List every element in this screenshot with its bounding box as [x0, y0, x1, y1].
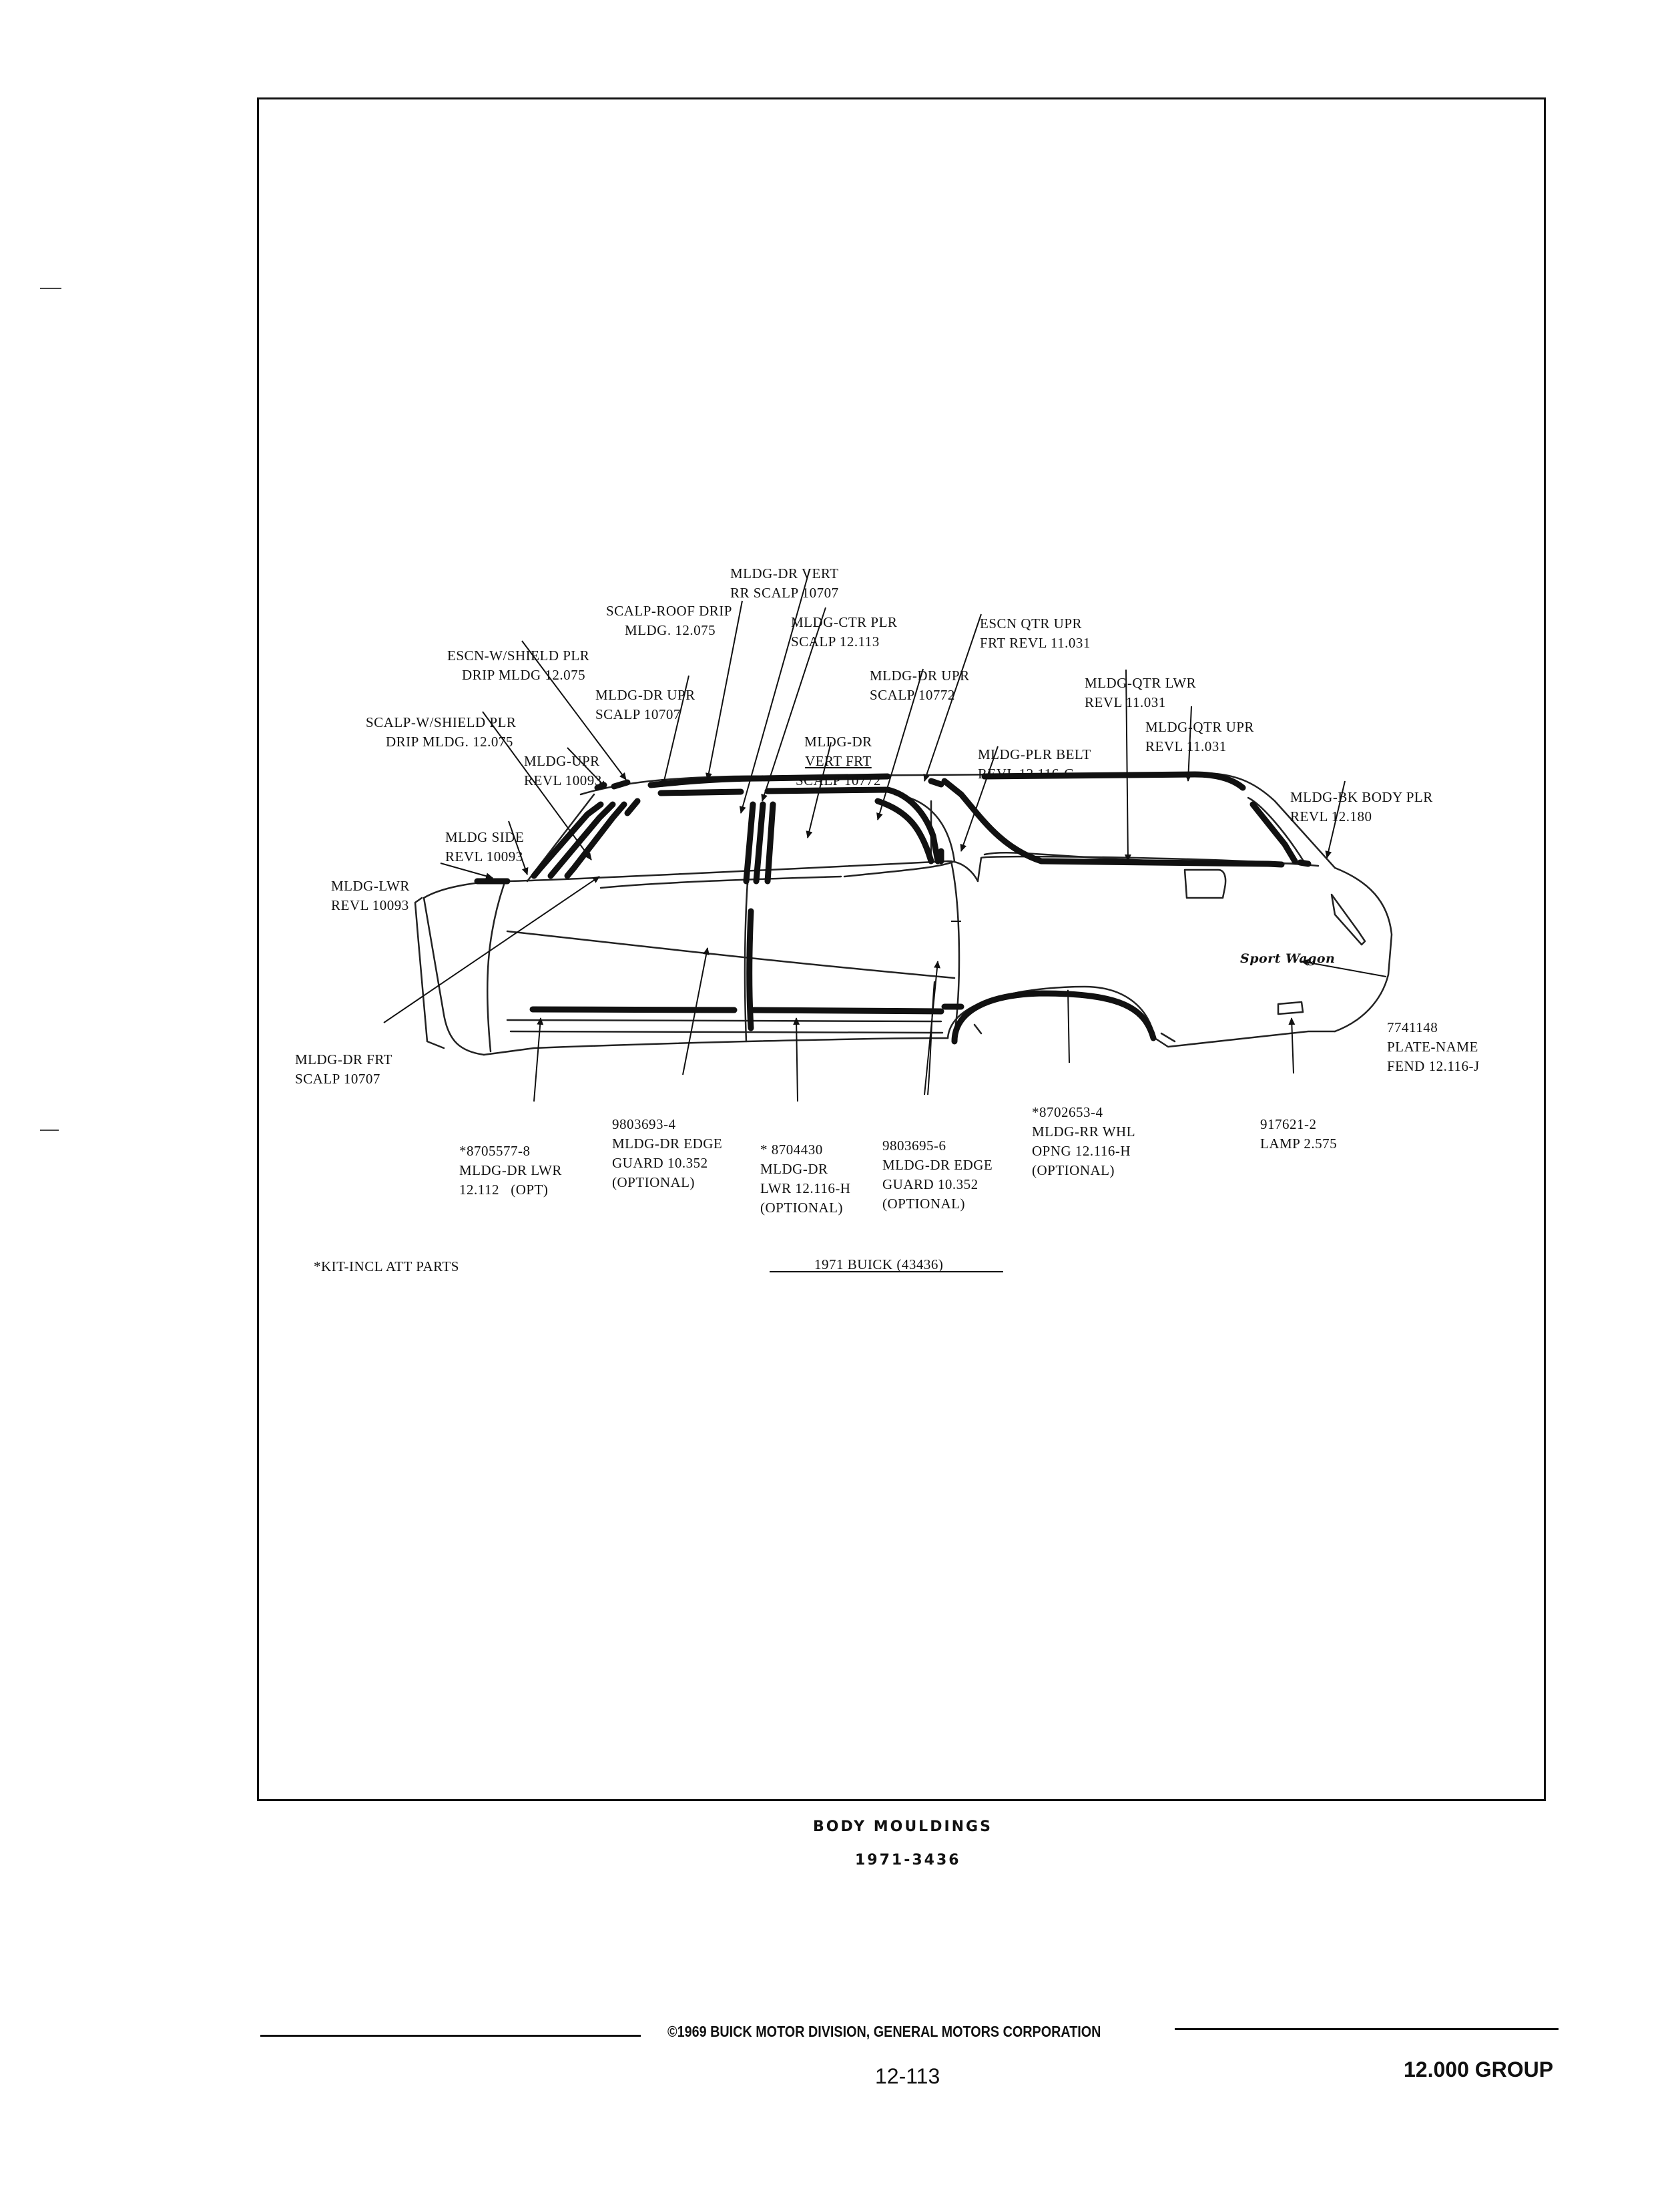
caption-code: 1971-3436	[855, 1852, 961, 1869]
caption-title: BODY MOULDINGS	[813, 1818, 993, 1835]
page-margin-marks	[40, 288, 61, 1131]
footer-rule-left	[260, 2035, 641, 2037]
sport-wagon-badge: Sport Wagon	[1240, 951, 1336, 966]
model-reference: 1971 BUICK (43436)	[814, 1256, 944, 1272]
model-reference-underline	[770, 1271, 1003, 1272]
footer-rule-right	[1175, 2028, 1559, 2030]
group-number: 12.000 GROUP	[1404, 2057, 1554, 2082]
page-number: 12-113	[875, 2064, 940, 2088]
kit-note: *KIT-INCL ATT PARTS	[314, 1258, 459, 1274]
illustration-frame	[257, 97, 1546, 1801]
moulding-strips	[474, 771, 1312, 1045]
copyright-line: ©1969 BUICK MOTOR DIVISION, GENERAL MOTO…	[667, 2023, 1101, 2040]
leader-lines	[383, 569, 1387, 1102]
